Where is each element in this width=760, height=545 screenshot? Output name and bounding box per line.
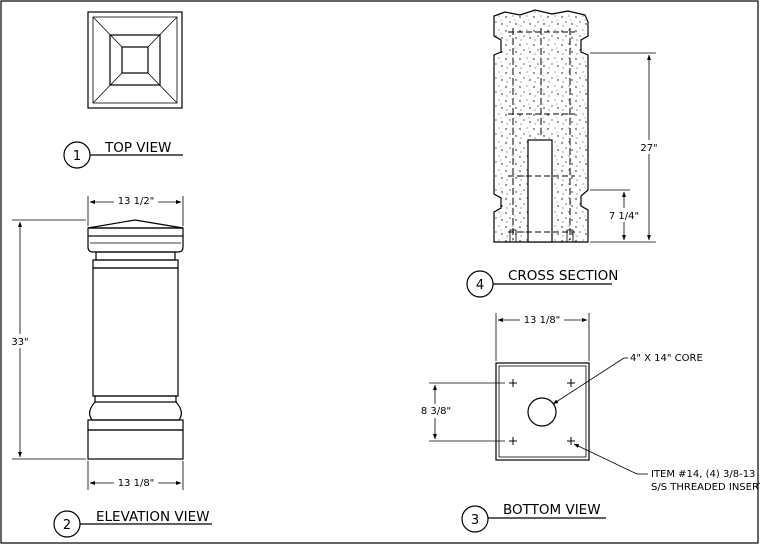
core-hole xyxy=(527,397,557,427)
elevation-view-title: ELEVATION VIEW xyxy=(96,509,209,525)
elevation-view-drawing xyxy=(87,219,184,460)
bottom-view-title: BOTTOM VIEW xyxy=(503,502,601,518)
bottom-view-dimensions: 13 1/8" 8 3/8" 4" X 14" CORE ITEM #14, (… xyxy=(415,313,760,493)
bottom-view-number: 3 xyxy=(471,513,479,528)
cross-section-label: 4 CROSS SECTION xyxy=(466,268,618,298)
cross-section-number: 4 xyxy=(476,278,484,293)
top-view-title: TOP VIEW xyxy=(104,140,171,156)
core-note: 4" X 14" CORE xyxy=(630,353,703,364)
cross-section-drawing xyxy=(493,9,589,243)
threaded-insert xyxy=(509,379,575,445)
cross-section-dimensions: 27" 7 1/4" xyxy=(590,52,664,243)
elevation-dimensions: 13 1/2" 33" 13 1/8" xyxy=(8,194,184,490)
top-view-number: 1 xyxy=(73,149,81,164)
elevation-view-label: 2 ELEVATION VIEW xyxy=(53,509,212,538)
bottom-view-drawing xyxy=(495,362,590,461)
top-view-drawing xyxy=(87,11,183,109)
bottom-view-number-circle xyxy=(461,505,489,533)
bottom-view-insert-spacing: 8 3/8" xyxy=(421,406,451,417)
insert-note-line2: S/S THREADED INSERTS xyxy=(651,482,760,493)
elevation-view-number: 2 xyxy=(63,518,71,533)
cross-section-base-height: 7 1/4" xyxy=(609,211,639,222)
bottom-view-label: 3 BOTTOM VIEW xyxy=(461,502,606,533)
cross-section-total-height: 27" xyxy=(640,143,657,154)
elevation-height: 33" xyxy=(11,337,28,348)
cross-section-title: CROSS SECTION xyxy=(508,268,618,284)
insert-note-line1: ITEM #14, (4) 3/8-13 xyxy=(651,469,755,480)
elevation-bottom-width: 13 1/8" xyxy=(118,478,155,489)
bottom-view-width: 13 1/8" xyxy=(524,315,561,326)
elevation-top-width: 13 1/2" xyxy=(118,196,155,207)
top-view-label: 1 TOP VIEW xyxy=(63,140,183,169)
